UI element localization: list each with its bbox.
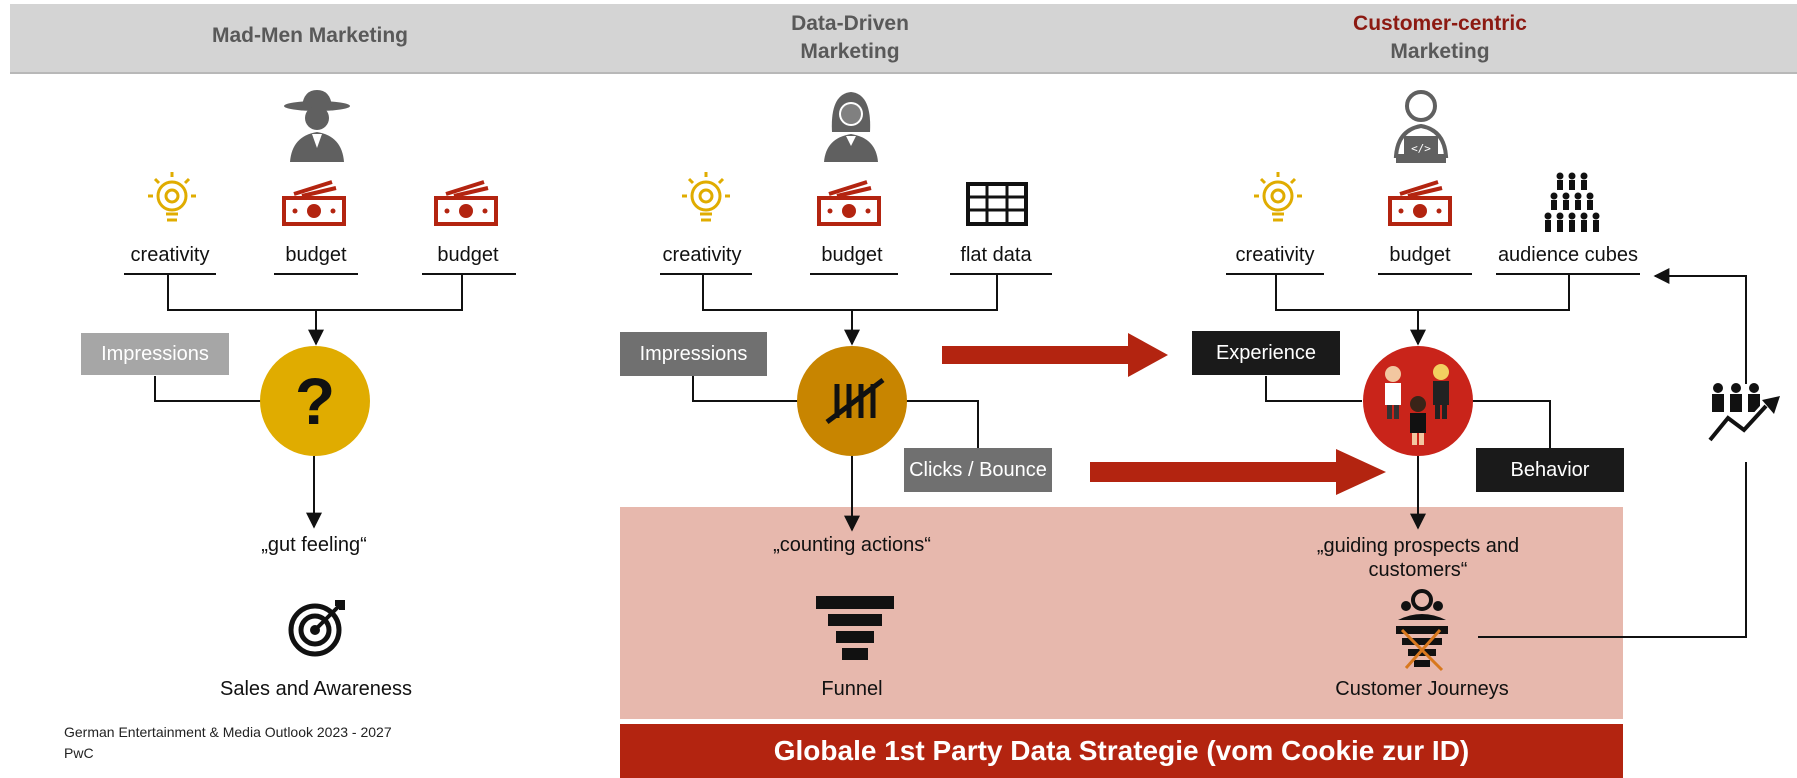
input-budget-label: budget: [437, 244, 499, 266]
developer-icon: </>: [1388, 86, 1454, 173]
input-creativity-label: creativity: [662, 244, 742, 266]
input-creativity-label: creativity: [1235, 244, 1315, 266]
growth-icon: [1706, 382, 1786, 451]
funnel-icon: [814, 594, 896, 669]
cowboy-icon: [282, 86, 352, 167]
customer-journeys-label: Customer Journeys: [1335, 678, 1509, 700]
input-budget-label: budget: [1389, 244, 1451, 266]
input-budget-label: budget: [821, 244, 883, 266]
businesswoman-icon: [818, 86, 884, 167]
lightbulb-icon: [676, 168, 736, 237]
people-pyramid-icon: [1540, 170, 1604, 243]
svg-text:</>: </>: [1411, 142, 1431, 155]
money-icon: [1386, 178, 1454, 233]
grid-icon: [966, 182, 1028, 231]
experience-chip: Experience: [1192, 331, 1340, 375]
impressions-chip: Impressions: [81, 333, 229, 375]
impressions-chip: Impressions: [620, 332, 767, 376]
funnel-label: Funnel: [821, 678, 883, 700]
question-mark-icon: ?: [294, 364, 336, 438]
strategy-banner: Globale 1st Party Data Strategie (vom Co…: [620, 724, 1623, 778]
lightbulb-icon: [1248, 168, 1308, 237]
footer-source: German Entertainment & Media Outlook 202…: [64, 724, 392, 740]
clicks-bounce-chip: Clicks / Bounce: [904, 448, 1052, 492]
target-icon: [285, 596, 349, 665]
lightbulb-icon: [142, 168, 202, 237]
money-icon: [432, 178, 500, 233]
mad-men-title: Mad-Men Marketing: [211, 24, 408, 47]
tally-hub: [797, 346, 907, 456]
guiding-prospects-label: „guiding prospects and customers“: [1316, 535, 1520, 581]
input-budget-label: budget: [285, 244, 347, 266]
input-creativity-label: creativity: [130, 244, 210, 266]
footer-publisher: PwC: [64, 745, 94, 761]
behavior-chip: Behavior: [1476, 448, 1624, 492]
data-strategy-panel: [620, 507, 1623, 719]
money-icon: [815, 178, 883, 233]
personas-icon: [1385, 364, 1449, 445]
tally-icon: [825, 378, 885, 424]
personas-hub: [1363, 346, 1473, 456]
sales-awareness-label: Sales and Awareness: [220, 678, 412, 700]
gut-feeling-label: „gut feeling“: [261, 534, 367, 556]
counting-actions-label: „counting actions“: [773, 534, 931, 556]
header-bar: [10, 4, 1797, 74]
input-audience-cubes-label: audience cubes: [1497, 244, 1639, 266]
journey-icon: [1392, 588, 1452, 679]
question-mark-hub: ?: [260, 346, 370, 456]
money-icon: [280, 178, 348, 233]
input-flat-data-label: flat data: [960, 244, 1032, 266]
